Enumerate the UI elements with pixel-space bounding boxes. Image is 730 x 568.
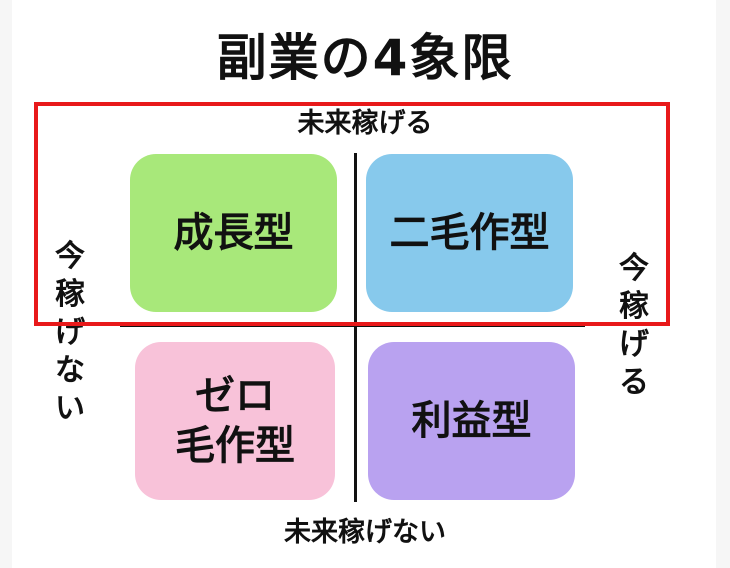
quadrant-top-right: 二毛作型	[366, 154, 573, 312]
diagram-title: 副業の4象限	[216, 29, 514, 87]
quadrant-bottom-left: ゼロ 毛作型	[135, 342, 335, 500]
horizontal-axis-line	[120, 324, 585, 327]
quadrant-top-right-label: 二毛作型	[389, 210, 550, 256]
axis-label-right: 今 稼 げ る	[619, 251, 649, 400]
quadrant-bottom-left-label: ゼロ 毛作型	[175, 373, 295, 469]
quadrant-top-left: 成長型	[130, 154, 337, 312]
axis-label-left: 今 稼 げ な い	[55, 239, 85, 426]
right-frame-edge	[716, 0, 730, 568]
quadrant-top-left-label: 成長型	[173, 210, 294, 256]
vertical-axis-line	[354, 153, 357, 502]
left-frame-edge	[0, 0, 12, 568]
quadrant-bottom-right-label: 利益型	[411, 398, 532, 444]
axis-label-top: 未来稼げる	[297, 108, 433, 139]
quadrant-bottom-right: 利益型	[368, 342, 575, 500]
axis-label-bottom: 未来稼げない	[284, 517, 446, 548]
